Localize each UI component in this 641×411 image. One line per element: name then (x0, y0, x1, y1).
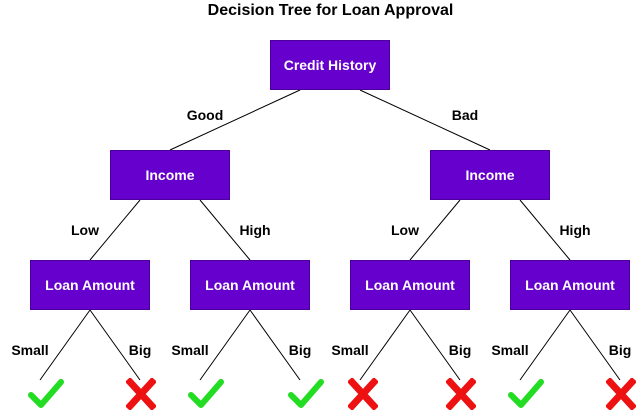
cross-icon (126, 378, 156, 410)
check-icon (28, 379, 64, 408)
edge-root-bad (359, 89, 491, 151)
diagram-title: Decision Tree for Loan Approval (207, 2, 454, 19)
edge-label-leaf-5: Small (331, 342, 369, 358)
edge-good-high (199, 199, 251, 261)
edge-leaf-4 (249, 309, 301, 381)
edge-label-bad-high: High (559, 222, 591, 238)
edge-label-good-high: High (239, 222, 271, 238)
edge-label-leaf-1: Small (11, 342, 49, 358)
edge-label-leaf-4: Big (288, 342, 312, 358)
edge-label-leaf-2: Big (128, 342, 152, 358)
edge-label-leaf-8: Big (608, 342, 632, 358)
node-credit-history: Credit History (270, 40, 390, 90)
edge-label-good: Good (186, 107, 224, 123)
edge-label-bad-low: Low (391, 222, 419, 238)
node-income-good: Income (110, 150, 230, 200)
edge-leaf-8 (569, 309, 621, 381)
edge-leaf-3 (199, 309, 251, 381)
node-loan-amount-good-low: Loan Amount (30, 260, 150, 310)
edge-label-leaf-3: Small (171, 342, 209, 358)
edge-leaf-6 (409, 309, 461, 381)
check-icon (508, 379, 544, 408)
edge-root-good (169, 89, 301, 151)
cross-icon (606, 378, 636, 410)
node-loan-amount-good-high: Loan Amount (190, 260, 310, 310)
check-icon (288, 379, 324, 408)
node-income-bad: Income (430, 150, 550, 200)
edge-leaf-7 (519, 309, 571, 381)
edge-label-good-low: Low (71, 222, 99, 238)
edge-label-leaf-6: Big (448, 342, 472, 358)
node-loan-amount-bad-low: Loan Amount (350, 260, 470, 310)
edge-leaf-5 (359, 309, 411, 381)
check-icon (188, 379, 224, 408)
edge-leaf-1 (39, 309, 91, 381)
edge-good-low (89, 199, 141, 261)
edge-label-bad: Bad (451, 107, 479, 123)
node-loan-amount-bad-high: Loan Amount (510, 260, 630, 310)
edge-bad-low (409, 199, 461, 261)
edge-bad-high (519, 199, 571, 261)
edge-leaf-2 (89, 309, 141, 381)
edge-label-leaf-7: Small (491, 342, 529, 358)
cross-icon (446, 378, 476, 410)
cross-icon (348, 378, 378, 410)
